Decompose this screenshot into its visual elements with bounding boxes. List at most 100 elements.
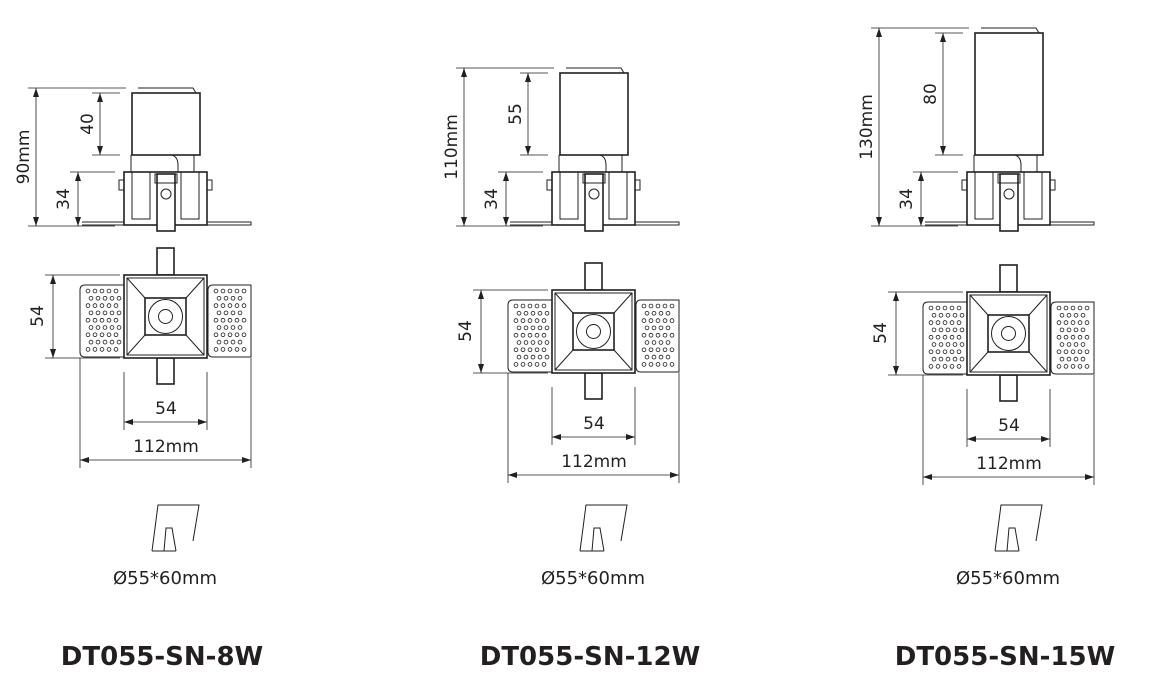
- vent-hole: [234, 317, 240, 323]
- vent-hole: [959, 356, 965, 362]
- vent-hole: [665, 325, 671, 331]
- vent-hole: [938, 327, 944, 333]
- side-tab-left: [961, 179, 968, 191]
- vent-hole: [523, 354, 529, 360]
- arrow-head: [940, 33, 946, 42]
- vent-hole: [523, 340, 529, 345]
- vent-hole: [1073, 342, 1079, 347]
- vent-hole: [956, 334, 962, 340]
- vent-hole: [537, 310, 543, 316]
- arrow-head: [940, 146, 946, 155]
- vent-hole: [520, 332, 526, 338]
- collar: [130, 154, 195, 172]
- arrow-head: [626, 434, 635, 440]
- vent-hole: [651, 310, 657, 316]
- vent-hole: [530, 340, 536, 345]
- can-cap: [981, 27, 1040, 34]
- arrow-head: [670, 472, 679, 478]
- vent-hole: [942, 334, 948, 340]
- vent-hole: [665, 340, 671, 345]
- vent-hole: [237, 310, 243, 316]
- vent-hole: [648, 303, 654, 309]
- vent-hole: [85, 303, 91, 308]
- vent-hole: [1080, 342, 1086, 347]
- ring-height-label: 34: [54, 188, 74, 210]
- vent-hole: [931, 356, 937, 362]
- vent-hole: [938, 312, 944, 318]
- vent-hole: [641, 362, 647, 367]
- vent-hole: [113, 317, 119, 323]
- vent-hole: [227, 317, 233, 323]
- ring-height-label: 34: [897, 188, 917, 210]
- bevel-lines: [126, 277, 205, 356]
- vent-hole: [534, 318, 540, 323]
- vent-hole: [527, 347, 533, 353]
- vent-hole: [113, 347, 119, 352]
- vent-hole: [956, 320, 962, 325]
- vent-hole: [523, 310, 529, 316]
- arrow-head: [124, 419, 133, 425]
- vent-hole: [92, 288, 98, 294]
- vent-hole: [1070, 334, 1076, 340]
- arrow-head: [50, 349, 56, 358]
- vent-hole: [113, 332, 119, 338]
- vent-hole: [662, 303, 668, 309]
- vent-hole: [945, 327, 951, 333]
- vent-hole: [662, 332, 668, 338]
- vent-hole: [1059, 356, 1065, 362]
- vent-hole: [1056, 349, 1062, 355]
- vent-hole: [1063, 305, 1069, 311]
- vent-hole: [241, 317, 247, 323]
- vent-hole: [241, 303, 247, 308]
- trim-inner: [554, 292, 633, 371]
- vent-hole: [227, 332, 233, 338]
- vent-hole: [662, 362, 668, 367]
- vent-hole: [1070, 364, 1076, 369]
- vent-hole: [949, 364, 955, 369]
- vent-hole: [230, 310, 236, 316]
- vent-hole: [1084, 334, 1090, 340]
- vent-hole: [1077, 334, 1083, 340]
- vent-hole: [527, 362, 533, 367]
- vent-hole: [544, 325, 550, 331]
- vent-hole: [931, 342, 937, 347]
- arrow-head: [461, 217, 467, 226]
- vent-hole: [220, 332, 226, 338]
- total-height-label: 130mm: [857, 94, 877, 160]
- vent-hole: [527, 303, 533, 309]
- top-width-label: 54: [155, 399, 177, 419]
- driver-body: [131, 92, 201, 156]
- vent-hole: [241, 288, 247, 294]
- vent-hole: [92, 303, 98, 308]
- clip-bottom: [999, 374, 1018, 402]
- lens-frame: [987, 314, 1030, 353]
- vent-hole: [99, 332, 105, 338]
- vent-hole: [227, 288, 233, 294]
- arrow-head: [893, 366, 899, 375]
- vent-hole: [544, 354, 550, 360]
- collar: [558, 154, 623, 172]
- vent-hole: [541, 332, 547, 338]
- vent-hole: [241, 332, 247, 338]
- vent-hole: [88, 310, 94, 316]
- vent-hole: [544, 340, 550, 345]
- heat-sink-panel: [635, 299, 680, 373]
- arrow-head: [242, 457, 251, 463]
- vent-hole: [99, 303, 105, 308]
- vent-hole: [1066, 312, 1072, 318]
- vent-hole: [942, 349, 948, 355]
- vent-hole: [658, 354, 664, 360]
- vent-hole: [541, 303, 547, 309]
- housing-right-panel: [1023, 171, 1043, 220]
- vent-hole: [102, 295, 108, 301]
- vent-hole: [935, 320, 941, 325]
- vent-hole: [85, 347, 91, 352]
- clip-screw: [1003, 188, 1015, 200]
- arrow-head: [923, 474, 932, 480]
- vent-hole: [931, 312, 937, 318]
- vent-hole: [530, 325, 536, 331]
